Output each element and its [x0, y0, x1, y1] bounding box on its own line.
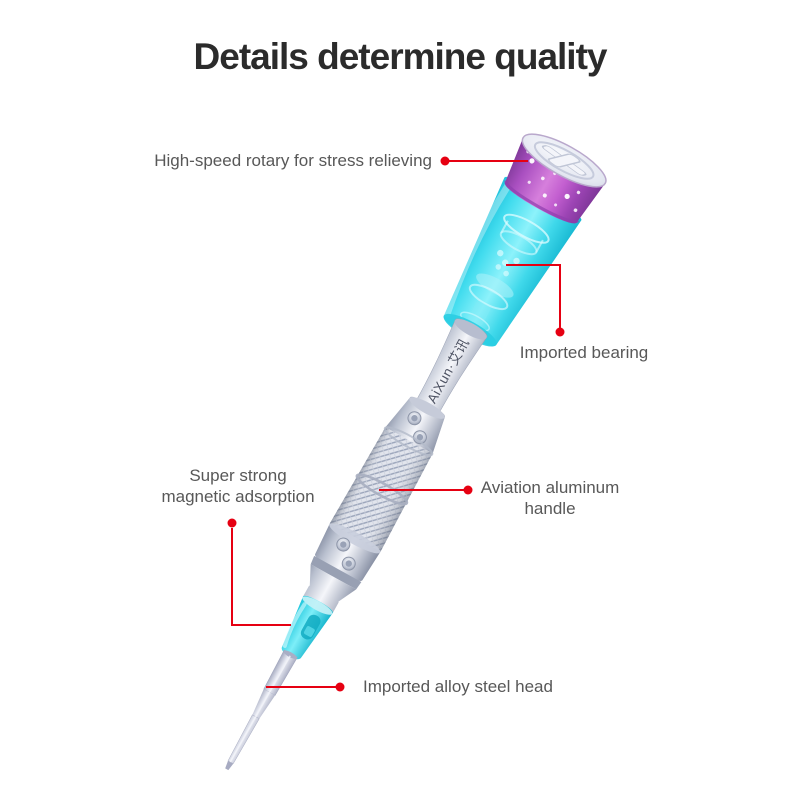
- callout-dot-magnet: [227, 518, 237, 528]
- callout-dot-tip: [335, 682, 345, 692]
- cross-emblem-icon: [541, 145, 587, 176]
- callout-lines: [231, 160, 561, 688]
- callout-dot-handle: [463, 485, 473, 495]
- aluminum-handle: [303, 396, 445, 615]
- callout-dots: [227, 156, 565, 692]
- brand-shaft: AiXun·艾讯: [414, 318, 488, 416]
- callout-dot-rotary: [440, 156, 450, 166]
- callout-label-rotary: High-speed rotary for stress relieving: [154, 151, 432, 170]
- callout-dot-bearing: [555, 327, 565, 337]
- callout-label-bearing: Imported bearing: [519, 343, 649, 362]
- magnetic-collet: [281, 595, 333, 660]
- callout-label-tip: Imported alloy steel head: [363, 677, 553, 696]
- handle-screw: [336, 537, 356, 571]
- callout-line-bearing: [506, 264, 561, 331]
- rotary-cap: [504, 133, 607, 224]
- callout-line-magnet: [231, 528, 291, 626]
- callout-label-magnet: Super strong magnetic adsorption: [161, 466, 315, 506]
- callout-label-handle: Aviation aluminum handle: [480, 478, 620, 518]
- page-title: Details determine quality: [193, 36, 608, 77]
- steel-tip: [225, 649, 298, 771]
